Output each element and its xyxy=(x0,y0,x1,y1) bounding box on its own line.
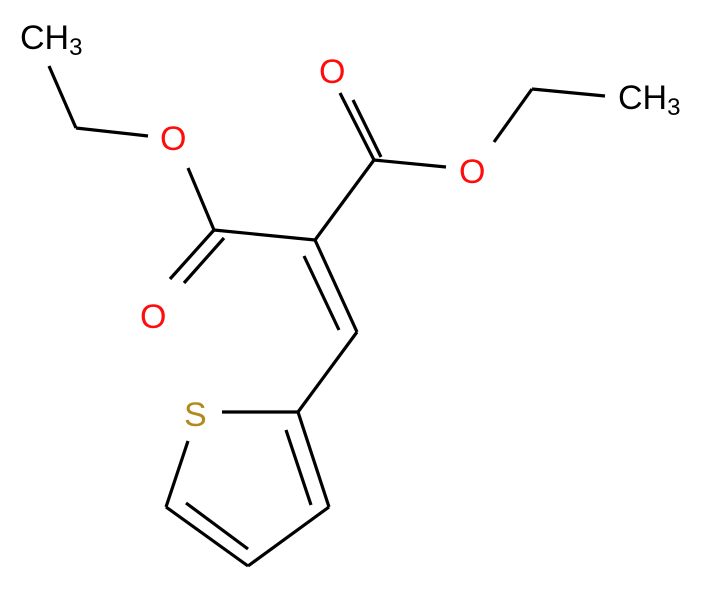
bond-ch-ring xyxy=(296,331,359,413)
bond-o-c-left xyxy=(186,167,216,231)
bond-alkene-a xyxy=(313,239,359,333)
bond-c4-c5 xyxy=(165,505,249,568)
bond-c-o-double-right-b xyxy=(351,99,383,158)
bond-c-o-double-left-b xyxy=(182,236,226,285)
bond-c2-c3-inner xyxy=(284,429,313,506)
bond-c-o-double-left-a xyxy=(168,228,216,281)
bond-c4-c5-inner xyxy=(185,501,249,551)
bond-alkene-b xyxy=(302,255,341,331)
ch3-left-label: CH3 xyxy=(20,21,82,60)
oxygen-ester-right: O xyxy=(459,153,486,191)
oxygen-carbonyl-left: O xyxy=(140,298,167,336)
oxygen-carbonyl-right: O xyxy=(319,53,346,91)
bond-c5-s xyxy=(164,440,190,508)
ch3-right-subscript: 3 xyxy=(667,94,681,121)
oxygen-ester-left: O xyxy=(160,120,187,158)
ch3-left-subscript: 3 xyxy=(69,34,83,61)
bond-ch3-ch2-left xyxy=(47,65,78,129)
bond-c-center xyxy=(213,228,316,242)
ch3-right-label: CH3 xyxy=(618,81,680,120)
ch3-right-text: CH xyxy=(618,79,668,117)
bond-c-o-double-right-a xyxy=(338,92,376,161)
bond-center-c-right xyxy=(313,159,376,241)
bond-c3-c4 xyxy=(247,505,330,568)
bond-ch2-ch3-right xyxy=(531,87,606,98)
bond-c2-c3 xyxy=(296,411,331,508)
bond-o-ch2-right xyxy=(492,88,534,143)
bond-c-o-right xyxy=(373,158,447,169)
bond-ch2-o-left xyxy=(75,126,149,138)
ch3-left-text: CH xyxy=(20,19,70,57)
sulfur-ring: S xyxy=(184,396,207,434)
